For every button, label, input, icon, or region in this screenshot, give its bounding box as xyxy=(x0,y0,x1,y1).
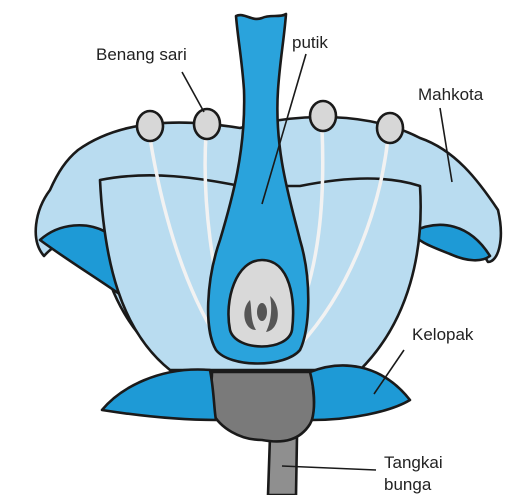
stamen-anther xyxy=(377,113,403,143)
label-stalk-line2: bunga xyxy=(384,475,432,494)
ovule xyxy=(257,303,267,321)
label-stamen: Benang sari xyxy=(96,45,187,64)
sepal-right xyxy=(310,365,410,420)
label-stalk-line1: Tangkai xyxy=(384,453,443,472)
stamen-anther xyxy=(310,101,336,131)
sepal-left xyxy=(102,370,216,420)
stamen-anther xyxy=(137,111,163,141)
label-corolla: Mahkota xyxy=(418,85,484,104)
stamen-anther xyxy=(194,109,220,139)
label-pistil: putik xyxy=(292,33,328,52)
leader-stamen xyxy=(182,72,204,112)
ovary-chamber xyxy=(228,260,293,347)
label-sepal: Kelopak xyxy=(412,325,474,344)
receptacle xyxy=(209,372,314,441)
